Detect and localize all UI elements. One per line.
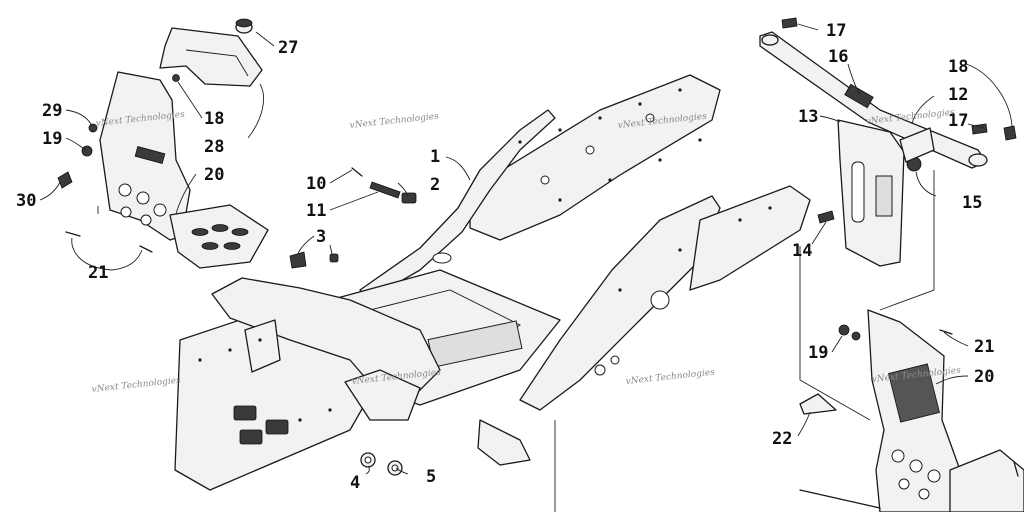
callout-12: 12 bbox=[948, 85, 968, 105]
right-panel-holes bbox=[891, 449, 941, 500]
clamp-11-part bbox=[369, 181, 401, 199]
callout-14: 14 bbox=[792, 241, 812, 261]
bolt-29-part bbox=[88, 123, 98, 133]
bolt-14-part bbox=[817, 210, 835, 224]
callout-18-left: 18 bbox=[204, 109, 224, 129]
foot-tray-part bbox=[169, 204, 269, 269]
post-clamp bbox=[844, 83, 874, 109]
axle-tube bbox=[477, 419, 531, 466]
callout-17-top: 17 bbox=[826, 21, 846, 41]
callout-21-right: 21 bbox=[974, 337, 994, 357]
callout-29: 29 bbox=[42, 101, 62, 121]
foot-tray-slots bbox=[191, 224, 249, 250]
callout-19-right: 19 bbox=[808, 343, 828, 363]
clip-30-part bbox=[57, 171, 73, 189]
callout-5: 5 bbox=[426, 467, 436, 487]
callout-19-left: 19 bbox=[42, 129, 62, 149]
rear-extension-member bbox=[689, 185, 811, 291]
tunnel-side-panel bbox=[469, 74, 721, 241]
bumper-22-part bbox=[799, 393, 837, 415]
nut-19-part bbox=[81, 145, 93, 157]
callout-18-right: 18 bbox=[948, 57, 968, 77]
rivet-dots bbox=[198, 88, 772, 422]
main-frame-assembly bbox=[174, 74, 811, 512]
callout-1: 1 bbox=[430, 147, 440, 167]
right-side-member bbox=[519, 195, 721, 411]
callout-2: 2 bbox=[430, 175, 440, 195]
bolt-18b-part bbox=[1003, 125, 1017, 141]
cap-part bbox=[235, 18, 253, 34]
cross-beam-slots bbox=[233, 405, 289, 445]
bolt-18-part bbox=[172, 74, 180, 82]
callout-27: 27 bbox=[278, 38, 298, 58]
bolt-17a-part bbox=[781, 17, 798, 29]
left-footrest-assembly bbox=[57, 18, 269, 269]
mounting-plate-part bbox=[837, 119, 905, 267]
side-panel-holes bbox=[118, 146, 167, 226]
callout-13: 13 bbox=[798, 107, 818, 127]
callout-labels: 27 18 28 20 29 19 30 21 1 2 10 11 3 4 5 … bbox=[16, 21, 994, 493]
perforated-grille bbox=[888, 363, 940, 423]
bolt-2-part bbox=[401, 192, 417, 204]
right-foot-tray bbox=[949, 449, 1024, 512]
leader-lines bbox=[39, 23, 1013, 475]
rivet-21b-part bbox=[939, 329, 953, 335]
watermark-text-7: vNext Technologies bbox=[625, 368, 715, 387]
callout-17-right: 17 bbox=[948, 111, 968, 131]
rivet-21-part bbox=[65, 231, 81, 237]
watermark-text-5: vNext Technologies bbox=[91, 376, 181, 395]
callout-3: 3 bbox=[316, 227, 326, 247]
bulkhead-plate bbox=[211, 277, 441, 401]
callout-16: 16 bbox=[828, 47, 848, 67]
callout-4: 4 bbox=[350, 473, 360, 493]
callout-11: 11 bbox=[306, 201, 326, 221]
watermark-text-2: vNext Technologies bbox=[349, 112, 439, 131]
callout-22: 22 bbox=[772, 429, 792, 449]
callout-10: 10 bbox=[306, 174, 326, 194]
side-member-holes bbox=[540, 113, 670, 376]
cable-10-part bbox=[351, 167, 363, 177]
callout-20-left: 20 bbox=[204, 165, 224, 185]
bolt-17b-part bbox=[971, 123, 988, 135]
callout-28: 28 bbox=[204, 137, 224, 157]
callout-30: 30 bbox=[16, 191, 36, 211]
bolt-3-part bbox=[289, 251, 307, 269]
right-footrest-assembly bbox=[799, 309, 1024, 512]
callout-20-right: 20 bbox=[974, 367, 994, 387]
upper-bracket-part bbox=[159, 27, 263, 87]
nut-19b-part bbox=[838, 324, 850, 336]
upper-frame-tube bbox=[359, 109, 556, 301]
callout-21-left: 21 bbox=[88, 263, 108, 283]
callout-15: 15 bbox=[962, 193, 982, 213]
steering-post-assembly bbox=[759, 17, 1017, 267]
